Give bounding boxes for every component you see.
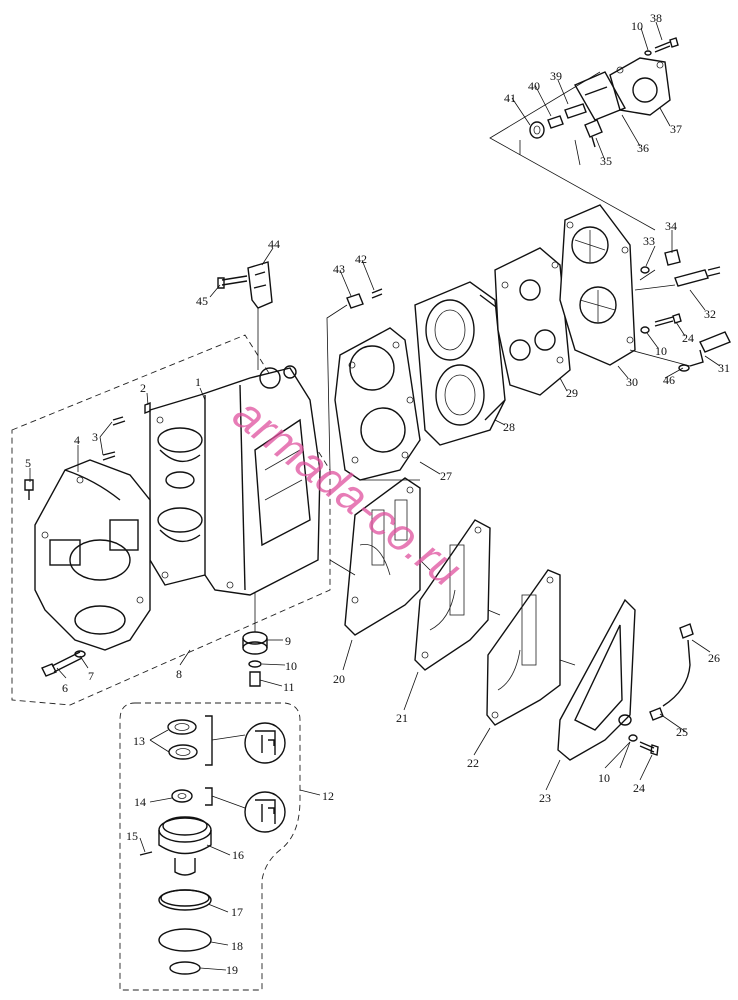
callout-13: 13 [133,734,145,748]
sensor-32 [634,249,721,291]
assembly-line-lower [329,479,576,666]
callout-10-b: 10 [631,19,643,33]
assembly-line-upper [489,71,656,231]
callout-1: 1 [195,375,201,389]
callout-38: 38 [650,11,662,25]
gasket-29 [494,247,571,396]
callout-36: 36 [637,141,649,155]
head-cover-30 [559,204,636,366]
callout-28: 28 [503,420,515,434]
callout-22: 22 [467,756,479,770]
callout-35: 35 [600,154,612,168]
plate-21 [414,519,491,671]
callout-10-a: 10 [285,659,297,673]
dowel-pins [102,401,151,461]
callout-9: 9 [285,634,291,648]
callout-39: 39 [550,69,562,83]
callout-26: 26 [708,651,720,665]
callout-24-a: 24 [633,781,645,795]
callout-15: 15 [126,829,138,843]
hose-26 [649,623,694,721]
cover-23 [557,598,636,761]
cylinder-head-28 [414,281,506,446]
bolt-31 [629,331,731,372]
callout-16: 16 [232,848,244,862]
callout-25: 25 [676,725,688,739]
callout-19: 19 [226,963,238,977]
callout-40: 40 [528,79,540,93]
crankcase-half [34,459,151,651]
callout-29: 29 [566,386,578,400]
callout-21: 21 [396,711,408,725]
callout-leaders [29,21,721,971]
callout-32: 32 [704,307,716,321]
callout-30: 30 [626,375,638,389]
callout-5: 5 [25,456,31,470]
callout-42: 42 [355,252,367,266]
gasket-22 [486,569,561,726]
head-gasket-27 [334,327,421,481]
bolt-6 [41,650,86,677]
callout-34: 34 [665,219,677,233]
callout-44: 44 [268,237,280,251]
thermostat-cover-37 [574,57,671,121]
callout-14: 14 [134,795,146,809]
callout-37: 37 [670,122,682,136]
group-8-boundary [11,334,331,706]
callout-41: 41 [504,91,516,105]
callout-17: 17 [231,905,243,919]
cylinder-block [149,365,321,596]
callout-46: 46 [663,373,675,387]
bolt-24-lower [628,734,659,756]
callout-10-d: 10 [598,771,610,785]
bolt-38 [644,37,679,56]
callout-7: 7 [88,669,94,683]
callout-31: 31 [718,361,730,375]
callout-33: 33 [643,234,655,248]
callout-11: 11 [283,680,295,694]
callout-numbers: 1 2 3 4 5 6 7 8 9 10 11 12 13 14 15 16 1… [25,11,730,977]
callout-12: 12 [322,789,334,803]
seal-assembly [139,715,286,975]
lifting-eye-44 [217,261,273,370]
callout-45: 45 [196,294,208,308]
callout-20: 20 [333,672,345,686]
thermostat-35 [584,119,603,148]
callout-3: 3 [92,430,98,444]
bushing-9 [242,592,268,687]
callout-43: 43 [333,262,345,276]
callout-24-b: 24 [682,331,694,345]
group-12-boundary [119,702,301,991]
screw-5 [24,479,34,500]
callout-4: 4 [74,433,80,447]
callout-27: 27 [440,469,452,483]
fitting-39-41 [529,103,587,139]
bolt-24-upper [640,313,682,334]
callout-8: 8 [176,667,182,681]
plug-43 [326,288,383,471]
callout-2: 2 [140,381,146,395]
callout-18: 18 [231,939,243,953]
callout-23: 23 [539,791,551,805]
callout-6: 6 [62,681,68,695]
callout-10-c: 10 [655,344,667,358]
